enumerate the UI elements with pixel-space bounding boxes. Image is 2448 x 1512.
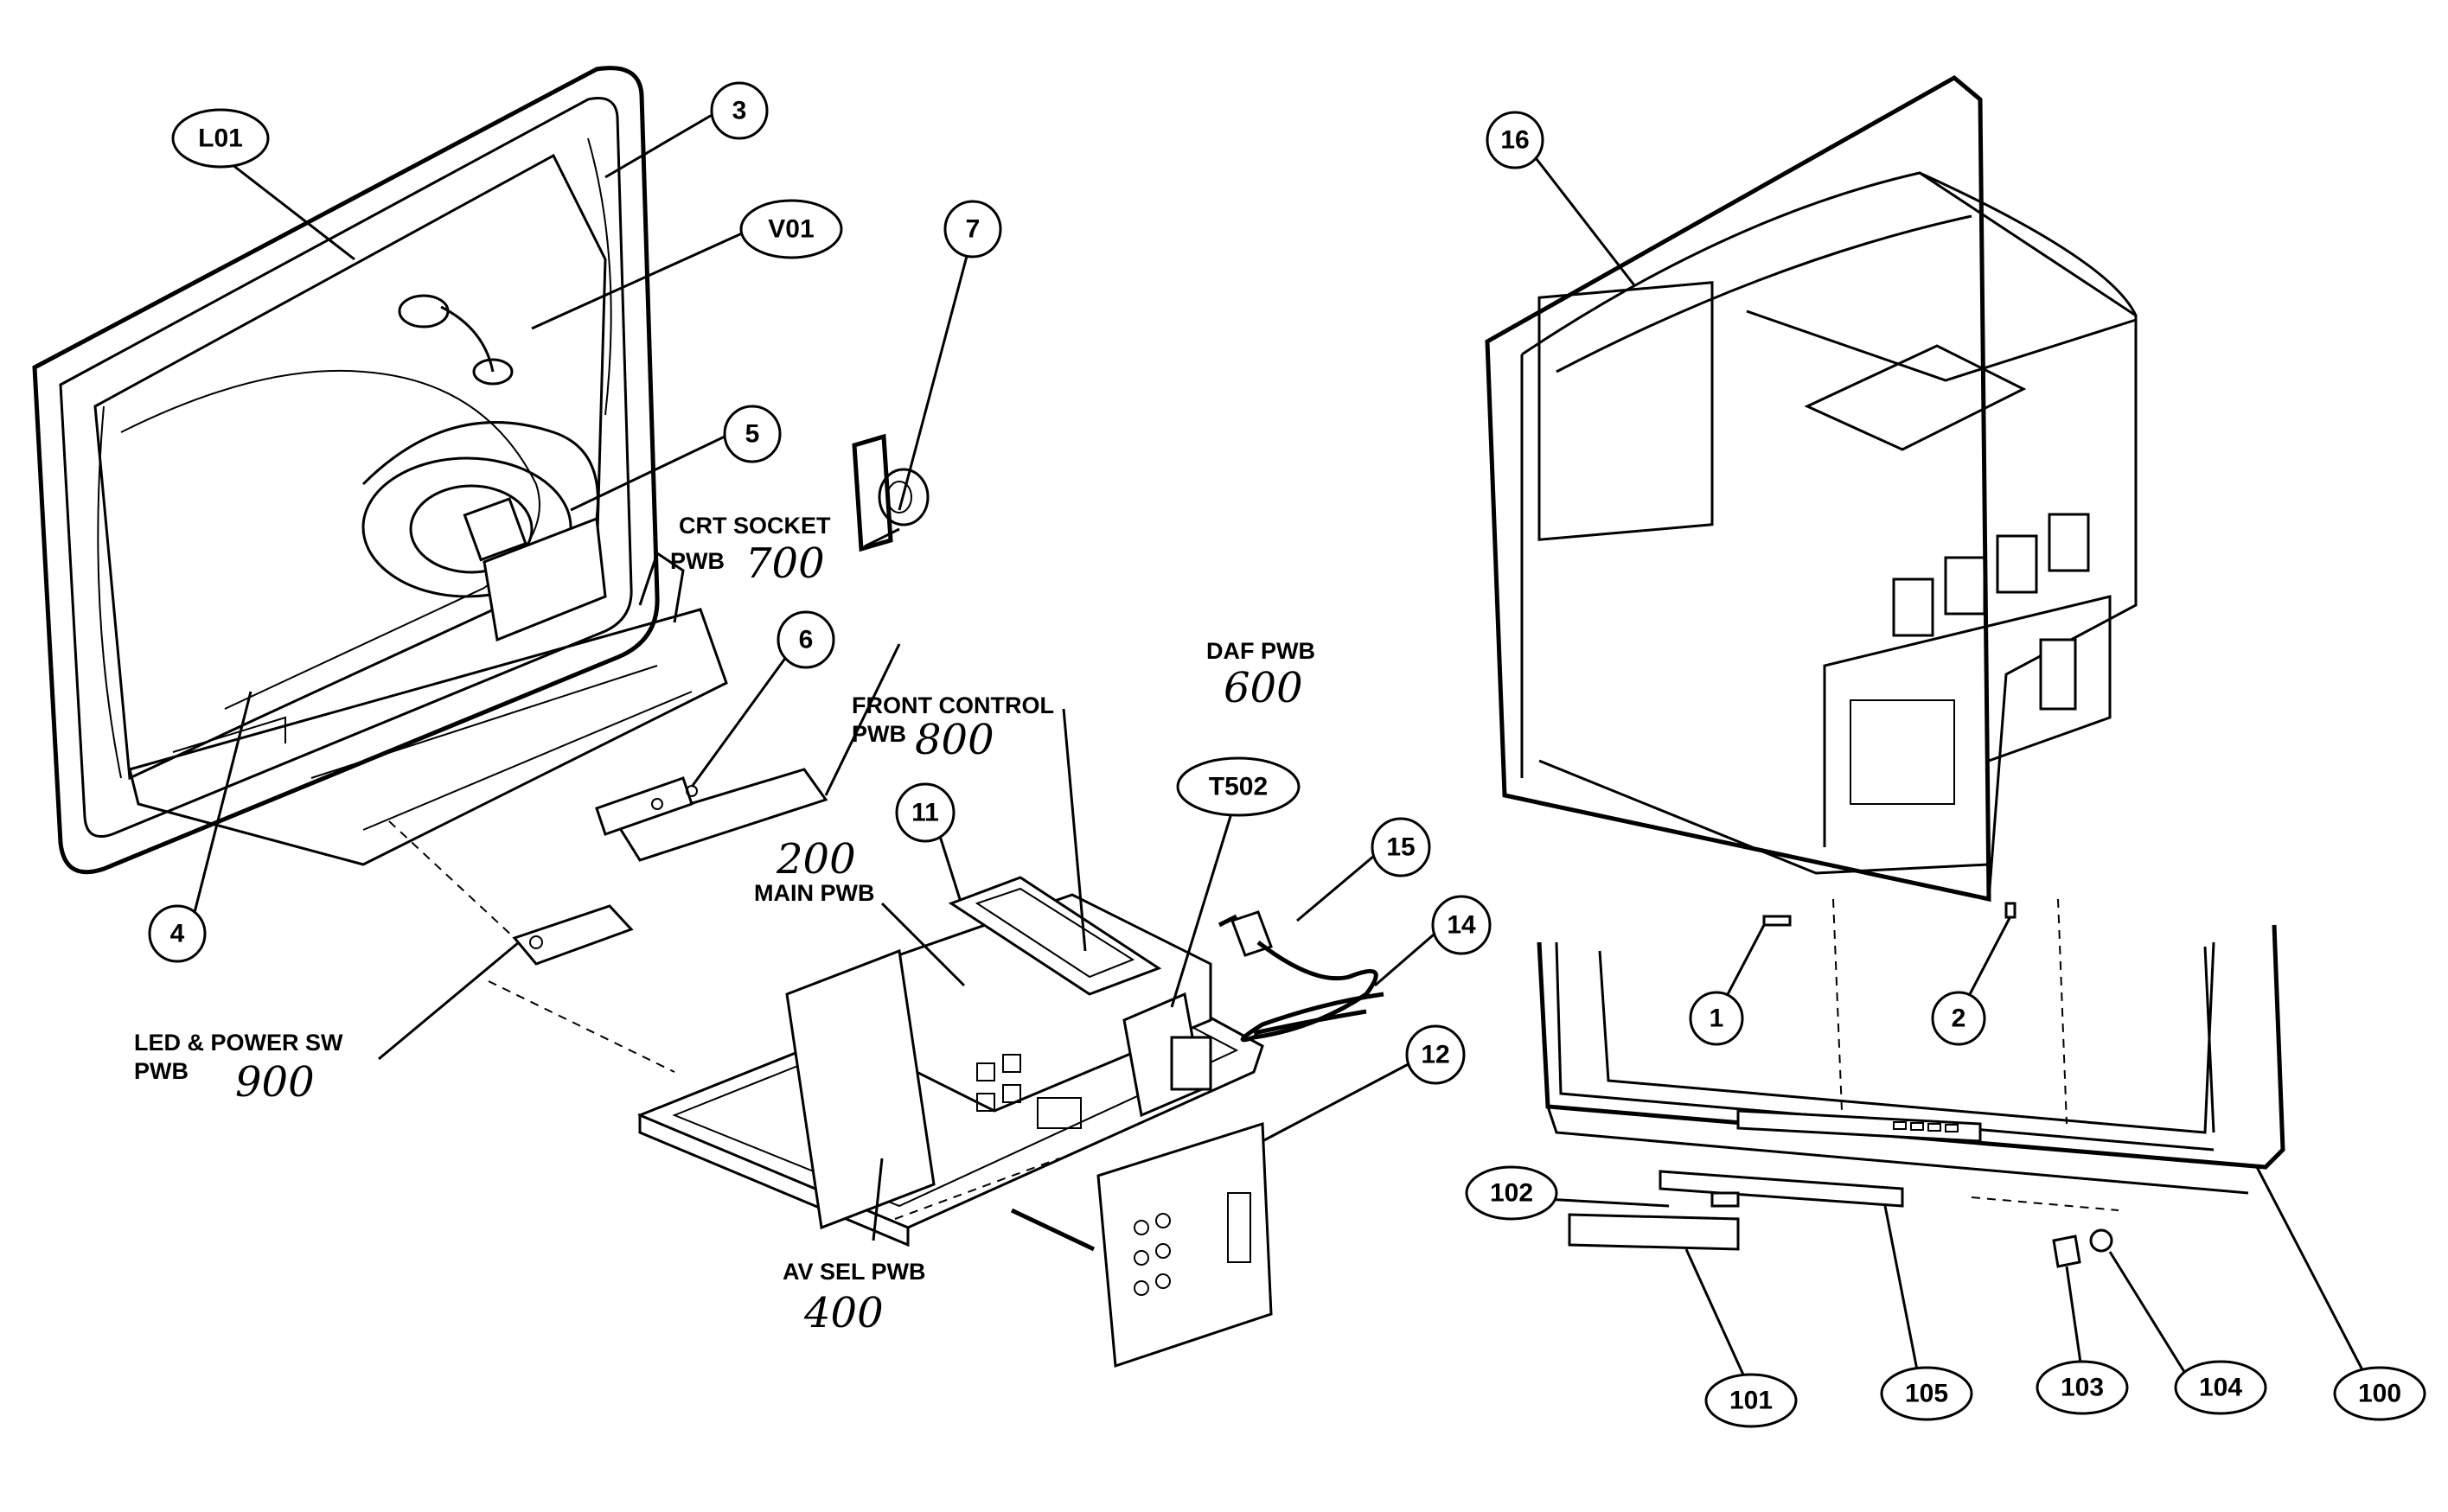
callout-4-text: 4 [170, 920, 185, 948]
label-led-power-pwb: LED & POWER SW PWB 900 [134, 1030, 343, 1107]
av-sel-line1: AV SEL PWB [783, 1259, 926, 1285]
callout-1: 1 [1689, 991, 1744, 1046]
led-power-pwb-part [512, 904, 634, 966]
callout-101: 101 [1704, 1373, 1798, 1428]
callout-105: 105 [1880, 1366, 1973, 1421]
callout-L01: L01 [171, 108, 270, 169]
label-av-sel-pwb: AV SEL PWB 400 [783, 1259, 926, 1337]
callout-5: 5 [723, 405, 782, 463]
front-control-line1: FRONT CONTROL [852, 692, 1054, 718]
callout-104-text: 104 [2199, 1374, 2242, 1402]
callout-7-text: 7 [966, 215, 981, 244]
front-control-line2: PWB [852, 721, 906, 747]
front-cabinet [1537, 902, 2285, 1195]
callout-3: 3 [710, 81, 769, 140]
callout-105-text: 105 [1905, 1380, 1948, 1408]
callout-2: 2 [1931, 991, 1986, 1046]
callout-14: 14 [1431, 895, 1492, 955]
callout-7: 7 [943, 200, 1002, 258]
callout-102-text: 102 [1490, 1179, 1533, 1208]
front-control-pwb-part [595, 768, 828, 862]
callout-3-text: 3 [732, 97, 747, 125]
callout-104: 104 [2174, 1360, 2267, 1415]
callout-12-text: 12 [1421, 1041, 1449, 1069]
crt-socket-number: 700 [745, 539, 825, 588]
callout-15: 15 [1371, 817, 1431, 877]
callout-100: 100 [2333, 1366, 2426, 1421]
callout-101-text: 101 [1729, 1387, 1773, 1415]
ac-power-cord [1218, 910, 1384, 1043]
callout-1-text: 1 [1710, 1005, 1724, 1033]
rear-cabinet [1485, 74, 2138, 903]
leader-lines [189, 112, 2371, 1393]
callout-12: 12 [1405, 1024, 1466, 1085]
main-board-assembly [637, 876, 1273, 1368]
label-daf-pwb: DAF PWB 600 [1206, 638, 1315, 712]
daf-line1: DAF PWB [1206, 638, 1315, 664]
callout-V01-text: V01 [768, 215, 814, 244]
alignment-lines [388, 820, 1060, 1220]
callout-L01-text: L01 [198, 124, 243, 153]
callout-102: 102 [1465, 1165, 1558, 1221]
crt-chassis-assembly [32, 66, 728, 875]
main-line1: MAIN PWB [754, 880, 874, 906]
callout-T502: T502 [1176, 756, 1301, 817]
callout-103: 103 [2036, 1360, 2129, 1415]
callout-11: 11 [895, 782, 956, 843]
crt-socket-line2: PWB [670, 548, 725, 574]
speaker [852, 433, 930, 552]
callout-100-text: 100 [2358, 1380, 2401, 1408]
label-crt-socket-pwb: CRT SOCKET PWB 700 [670, 513, 831, 588]
main-number: 200 [776, 835, 856, 884]
led-power-line2: PWB [134, 1058, 189, 1084]
led-power-number: 900 [235, 1058, 315, 1107]
front-control-number: 800 [915, 716, 994, 764]
callout-15-text: 15 [1386, 833, 1415, 862]
callout-11-text: 11 [911, 799, 939, 827]
label-front-control-pwb: FRONT CONTROL PWB 800 [852, 692, 1054, 764]
callout-2-text: 2 [1952, 1005, 1966, 1033]
callout-6-text: 6 [799, 626, 814, 654]
callout-103-text: 103 [2061, 1374, 2104, 1402]
callout-6: 6 [777, 610, 835, 669]
daf-number: 600 [1224, 664, 1303, 712]
av-sel-number: 400 [803, 1289, 884, 1337]
callout-V01: V01 [739, 199, 843, 259]
callout-5-text: 5 [745, 420, 760, 449]
callout-T502-text: T502 [1209, 773, 1268, 801]
callout-16-text: 16 [1500, 126, 1529, 155]
callout-16: 16 [1486, 111, 1544, 169]
label-main-pwb: 200 MAIN PWB [754, 835, 874, 906]
front-small-parts [1568, 898, 2119, 1268]
led-power-line1: LED & POWER SW [134, 1030, 343, 1056]
callout-14-text: 14 [1447, 911, 1476, 940]
callout-4: 4 [148, 904, 207, 963]
crt-socket-line1: CRT SOCKET [679, 513, 831, 539]
